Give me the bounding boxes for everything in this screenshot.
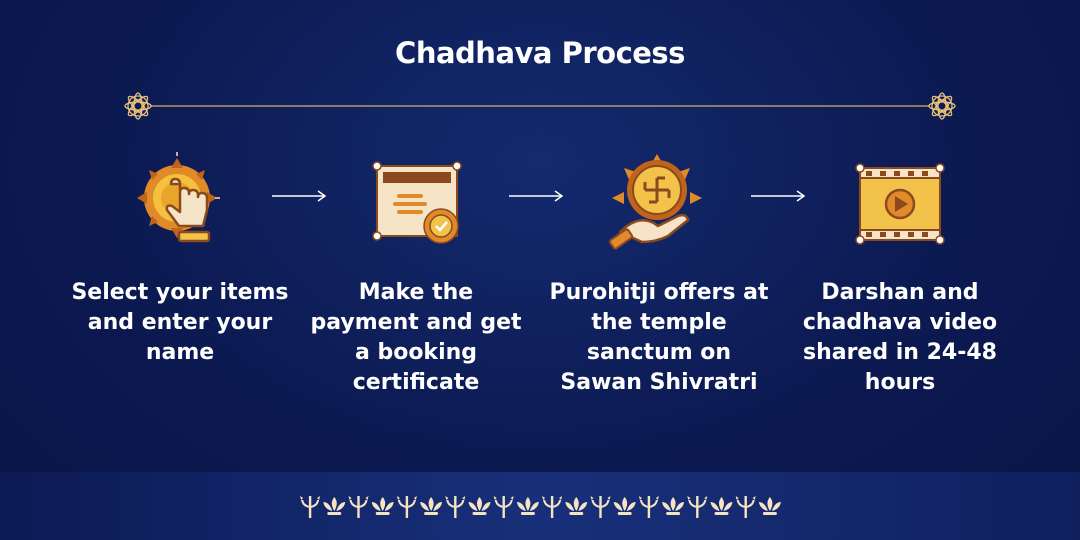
arrow-3 [749,186,809,206]
lotus-icon [613,497,636,515]
trishul-icon [687,496,708,518]
step-2-label: Make the payment and get a booking certi… [310,280,522,395]
page-title: Chadhava Process [395,36,685,70]
arrow-1 [270,186,330,206]
lotus-icon [323,497,346,515]
lotus-icon [565,497,588,515]
trishul-icon [300,496,321,518]
trishul-icon [396,496,417,518]
lotus-icon [420,497,443,515]
footer-motif-row [300,496,781,518]
offering-hands-icon [608,154,702,250]
step-1-label: Select your items and enter your name [71,280,289,365]
trishul-icon [493,496,514,518]
lotus-icon [662,497,685,515]
lotus-icon [710,497,733,515]
step-4-label: Darshan and chadhava video shared in 24-… [802,280,998,395]
lotus-icon [516,497,539,515]
trishul-icon [542,496,563,518]
lotus-icon [468,497,491,515]
arrow-2 [507,186,567,206]
pointing-hand-icon [137,152,220,243]
mandala-left-icon [124,92,152,120]
trishul-icon [445,496,466,518]
divider-ornament [124,92,956,120]
trishul-icon [638,496,659,518]
step-3-label: Purohitji offers at the temple sanctum o… [549,280,769,395]
trishul-icon [735,496,756,518]
footer-band [0,472,1080,540]
lotus-icon [758,497,781,515]
video-film-icon [855,163,945,245]
mandala-right-icon [928,92,956,120]
lotus-icon [371,497,394,515]
trishul-icon [590,496,611,518]
certificate-icon [372,161,462,244]
trishul-icon [348,496,369,518]
